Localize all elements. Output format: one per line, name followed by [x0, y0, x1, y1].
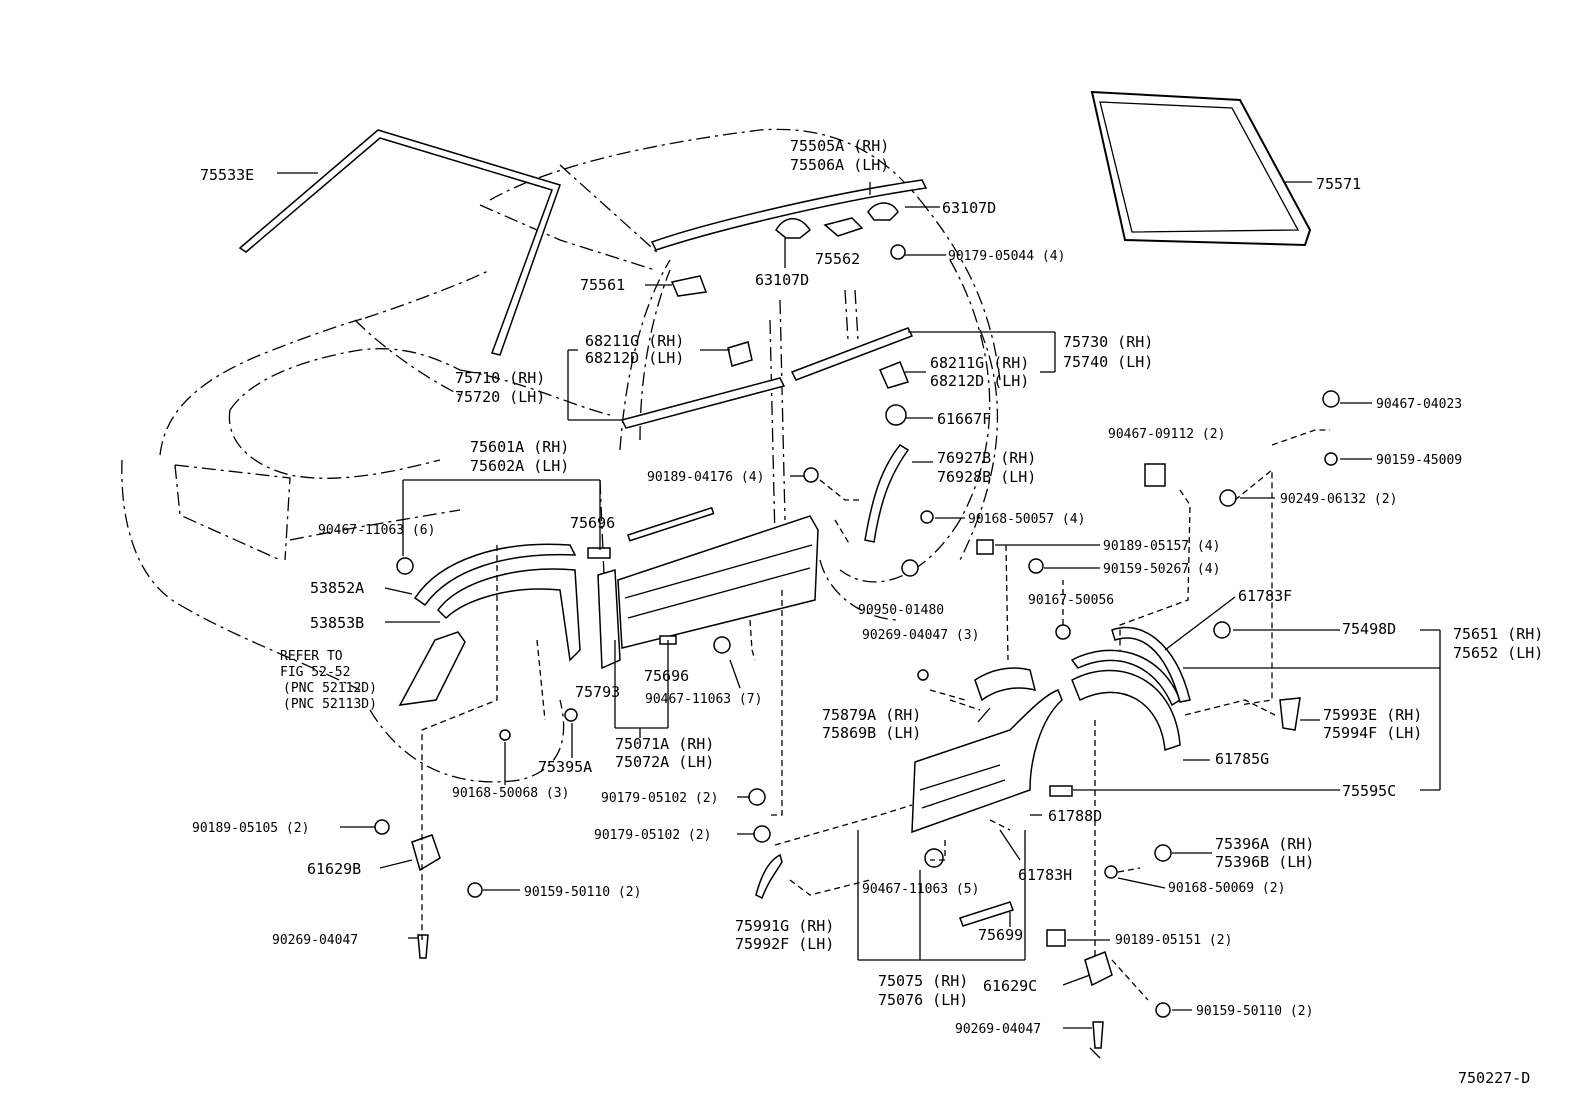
label-75740: 75740 (LH)	[1063, 353, 1153, 371]
label-90159-50267: 90159-50267 (4)	[1103, 562, 1220, 577]
label-76928B: 76928B (LH)	[937, 468, 1036, 486]
label-90467-11063-6: 90467-11063 (6)	[318, 523, 435, 538]
label-75879A: 75879A (RH)	[822, 706, 921, 724]
label-68212D-a: 68212D (LH)	[585, 349, 684, 367]
label-90950-01480: 90950-01480	[858, 603, 944, 618]
fasteners	[374, 202, 1340, 1049]
label-pnc-1: (PNC 52112D)	[283, 681, 377, 696]
label-90179-05102-a: 90179-05102 (2)	[601, 791, 718, 806]
label-53853B: 53853B	[310, 614, 364, 632]
rear-wheel-arch	[1070, 626, 1301, 752]
label-75505A: 75505A (RH)	[790, 137, 889, 155]
mud-guard	[755, 853, 783, 900]
quarter-cladding	[911, 667, 1073, 927]
label-90189-05157: 90189-05157 (4)	[1103, 539, 1220, 554]
label-75869B: 75869B (LH)	[822, 724, 921, 742]
label-76927B: 76927B (RH)	[937, 449, 1036, 467]
label-90159-45009: 90159-45009	[1376, 453, 1462, 468]
label-90467-09112: 90467-09112 (2)	[1108, 427, 1225, 442]
label-90168-50057: 90168-50057 (4)	[968, 512, 1085, 527]
label-90189-04176: 90189-04176 (4)	[647, 470, 764, 485]
label-53852A: 53852A	[310, 579, 364, 597]
label-61788D: 61788D	[1048, 807, 1102, 825]
label-90269-04047-3: 90269-04047 (3)	[862, 628, 979, 643]
label-75076: 75076 (LH)	[878, 991, 968, 1009]
attachment-lines	[421, 429, 1330, 1001]
label-61629B: 61629B	[307, 860, 361, 878]
label-75595C: 75595C	[1342, 782, 1396, 800]
label-90189-05105: 90189-05105 (2)	[192, 821, 309, 836]
label-61667F: 61667F	[937, 410, 991, 428]
pillar-trim	[864, 444, 910, 543]
label-63107D-left: 63107D	[755, 271, 809, 289]
label-90159-50110-a: 90159-50110 (2)	[524, 885, 641, 900]
label-fig: FIG 52-52	[280, 665, 350, 680]
label-61629C: 61629C	[983, 977, 1037, 995]
leader-lines	[277, 172, 1441, 1059]
label-75396B: 75396B (LH)	[1215, 853, 1314, 871]
label-75571: 75571	[1316, 175, 1361, 193]
label-75696-a: 75696	[570, 514, 615, 532]
label-90467-11063-7: 90467-11063 (7)	[645, 692, 762, 707]
part-labels: 75533E 75505A (RH) 75506A (LH) 75571 631…	[192, 137, 1543, 1087]
label-75602A: 75602A (LH)	[470, 457, 569, 475]
label-75395A: 75395A	[538, 758, 592, 776]
label-75601A: 75601A (RH)	[470, 438, 569, 456]
label-75730: 75730 (RH)	[1063, 333, 1153, 351]
vehicle-outline	[121, 128, 1001, 783]
label-75710: 75710 (RH)	[455, 369, 545, 387]
label-90167-50056: 90167-50056	[1028, 593, 1114, 608]
label-75506A: 75506A (LH)	[790, 156, 889, 174]
label-75561: 75561	[580, 276, 625, 294]
label-75071A: 75071A (RH)	[615, 735, 714, 753]
label-refer-to: REFER TO	[280, 649, 343, 664]
label-75992F: 75992F (LH)	[735, 935, 834, 953]
label-75793: 75793	[575, 683, 620, 701]
label-90249-06132: 90249-06132 (2)	[1280, 492, 1397, 507]
label-75720: 75720 (LH)	[455, 388, 545, 406]
label-75991G: 75991G (RH)	[735, 917, 834, 935]
label-75075: 75075 (RH)	[878, 972, 968, 990]
label-75994F: 75994F (LH)	[1323, 724, 1422, 742]
label-90269-04047-a: 90269-04047	[272, 933, 358, 948]
label-75652: 75652 (LH)	[1453, 644, 1543, 662]
label-90467-11063-5: 90467-11063 (5)	[862, 882, 979, 897]
label-75396A: 75396A (RH)	[1215, 835, 1314, 853]
label-61783F: 61783F	[1238, 587, 1292, 605]
label-90179-05044: 90179-05044 (4)	[948, 249, 1065, 264]
front-door-cladding	[587, 506, 819, 649]
label-90168-50069: 90168-50069 (2)	[1168, 881, 1285, 896]
label-75699: 75699	[978, 926, 1023, 944]
roof-moulding	[650, 179, 928, 251]
label-63107D-right: 63107D	[942, 199, 996, 217]
label-90179-05102-b: 90179-05102 (2)	[594, 828, 711, 843]
label-75993E: 75993E (RH)	[1323, 706, 1422, 724]
label-pnc-2: (PNC 52113D)	[283, 697, 377, 712]
label-diagram-id: 750227-D	[1458, 1069, 1530, 1087]
rear-window-seal	[1090, 90, 1312, 247]
belt-mouldings	[620, 327, 914, 429]
label-90467-04023: 90467-04023	[1376, 397, 1462, 412]
label-75651: 75651 (RH)	[1453, 625, 1543, 643]
front-wheel-arch	[398, 543, 621, 706]
label-75498D: 75498D	[1342, 620, 1396, 638]
label-68212D-b: 68212D (LH)	[930, 372, 1029, 390]
label-75533E: 75533E	[200, 166, 254, 184]
label-90269-04047-b: 90269-04047	[955, 1022, 1041, 1037]
label-90168-50068: 90168-50068 (3)	[452, 786, 569, 801]
label-61785G: 61785G	[1215, 750, 1269, 768]
label-75696-b: 75696	[644, 667, 689, 685]
label-90159-50110-b: 90159-50110 (2)	[1196, 1004, 1313, 1019]
windshield-moulding	[238, 129, 561, 356]
label-75562: 75562	[815, 250, 860, 268]
label-68211G-a: 68211G (RH)	[585, 332, 684, 350]
label-75072A: 75072A (LH)	[615, 753, 714, 771]
label-90189-05151: 90189-05151 (2)	[1115, 933, 1232, 948]
label-68211G-b: 68211G (RH)	[930, 354, 1029, 372]
label-61783H: 61783H	[1018, 866, 1072, 884]
